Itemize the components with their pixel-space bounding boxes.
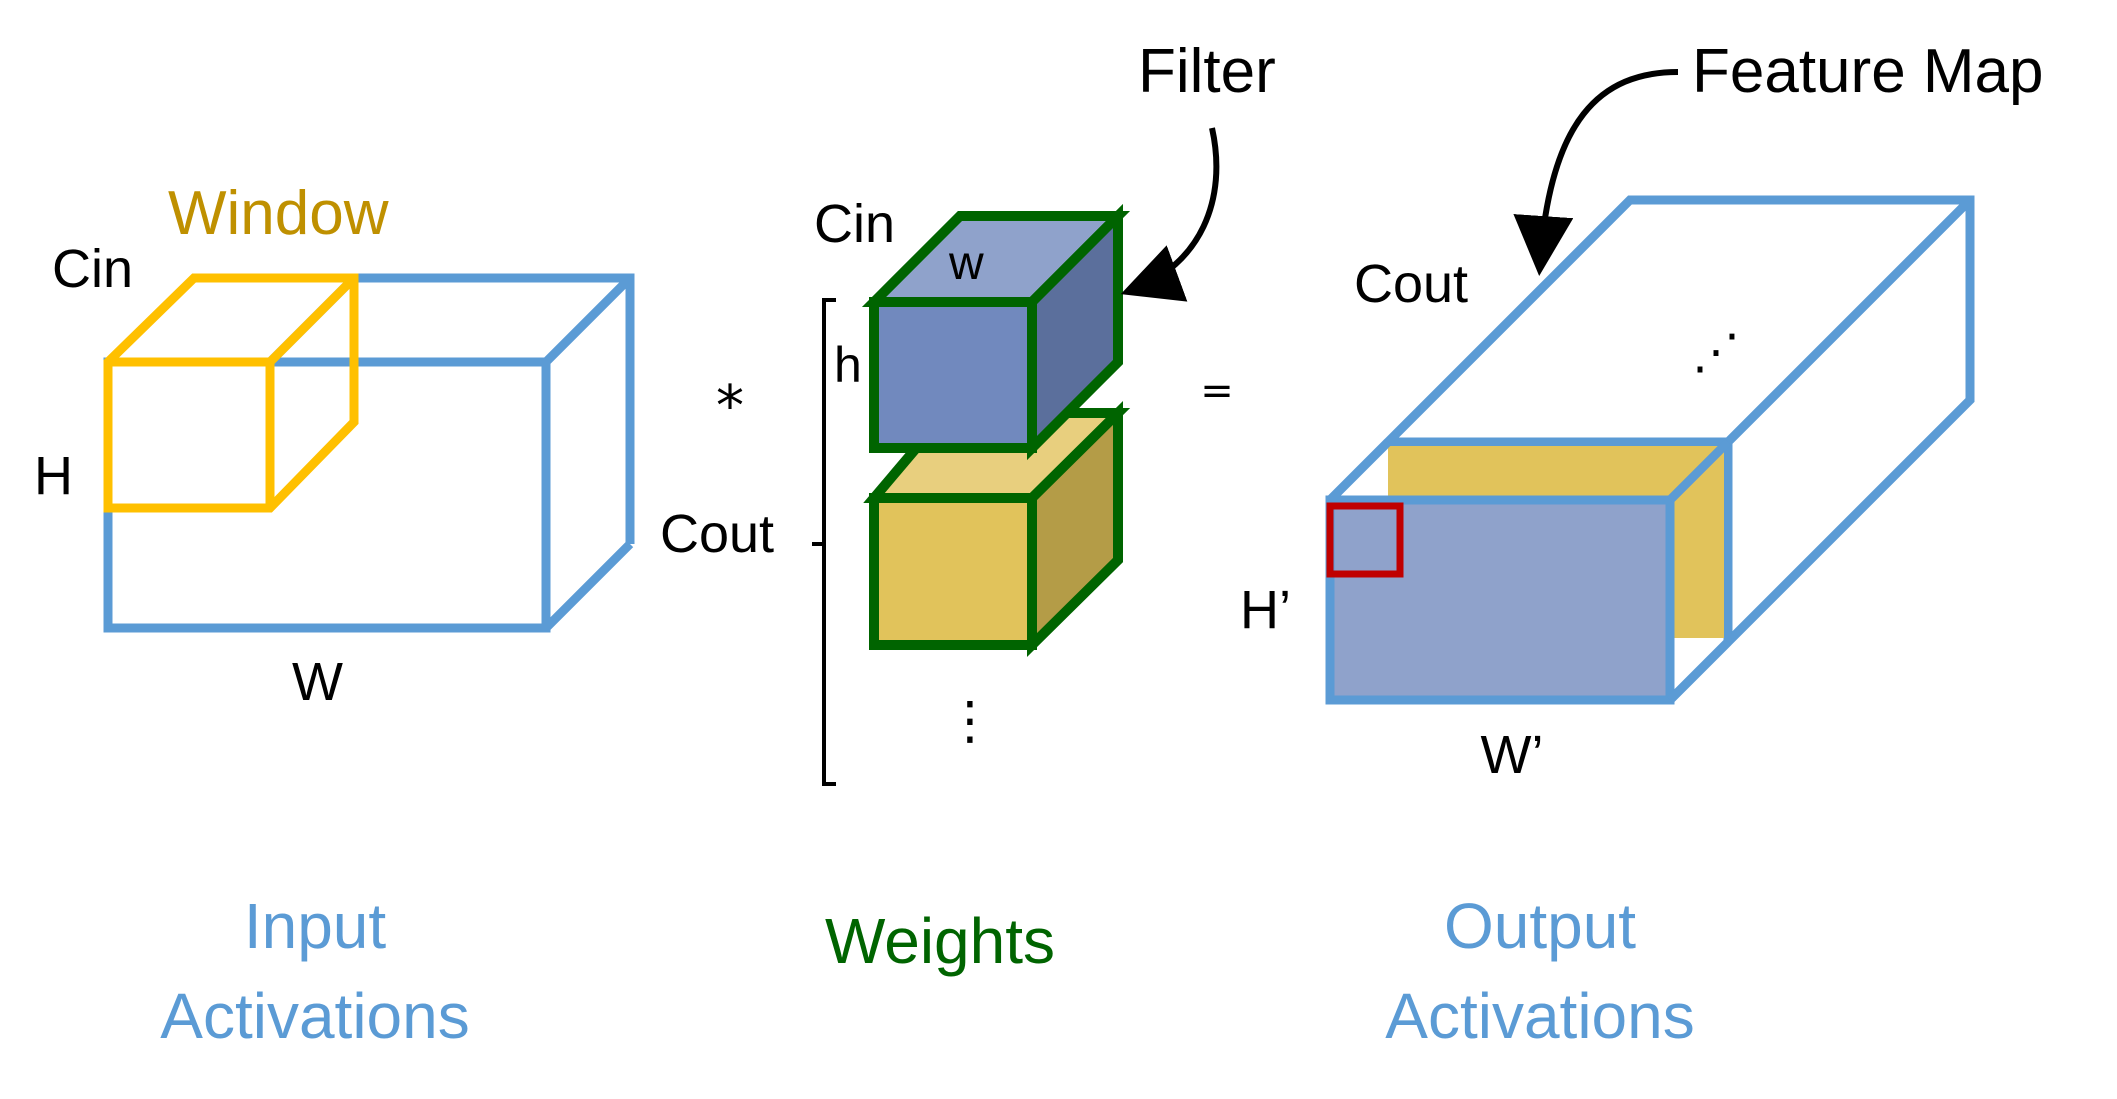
blue-filter-cube [861,203,1131,461]
input-h-label: H [34,446,73,506]
front-feature-map [1325,495,1675,705]
output-volume-diagonals [1326,438,1732,704]
weights-cin-label: Cin [814,194,895,254]
output-element-highlight [1326,502,1404,578]
input-w-label: W [292,652,343,712]
output-volume-back [1326,195,1975,704]
weights-w-label: w [948,237,984,290]
input-activations-group: Cin Window H W Input Activations [34,179,635,1052]
weights-h-label: h [834,337,862,393]
gold-filter-front [869,493,1037,650]
equals-operator: = [1200,368,1234,414]
output-ellipsis: ⋰ [1692,324,1740,380]
cout-bracket [812,298,836,786]
input-cin-label: Cin [52,239,133,299]
filter-callout-label: Filter [1138,37,1276,106]
window-cube [103,273,359,513]
output-caption-line2: Activations [1385,980,1694,1052]
input-volume-back [266,273,635,544]
input-caption-line1: Input [244,890,387,962]
input-volume-side [542,540,634,632]
blue-filter-front [869,297,1037,453]
output-cout-label: Cout [1354,254,1468,314]
window-label: Window [168,179,389,248]
output-h-label: H’ [1240,580,1291,640]
output-activations-group: Cout ⋰ H’ W’ Output Activations [1240,195,1975,1052]
weights-ellipsis: ⋮ [944,691,996,751]
output-caption-line1: Output [1444,890,1636,962]
gold-filter-cube [863,401,1131,657]
weights-caption: Weights [825,905,1055,977]
input-caption-line2: Activations [160,980,469,1052]
output-w-label: W’ [1481,725,1544,785]
filter-callout-arrow [1120,127,1220,302]
weights-group: Cin w h Cout ⋮ Weights [660,194,1131,977]
weights-cout-label: Cout [660,504,774,564]
feature-map-callout-label: Feature Map [1692,37,2044,106]
convolution-operator: * [716,374,744,439]
feature-map-callout-arrow [1513,69,1679,276]
input-volume-front [103,357,551,633]
